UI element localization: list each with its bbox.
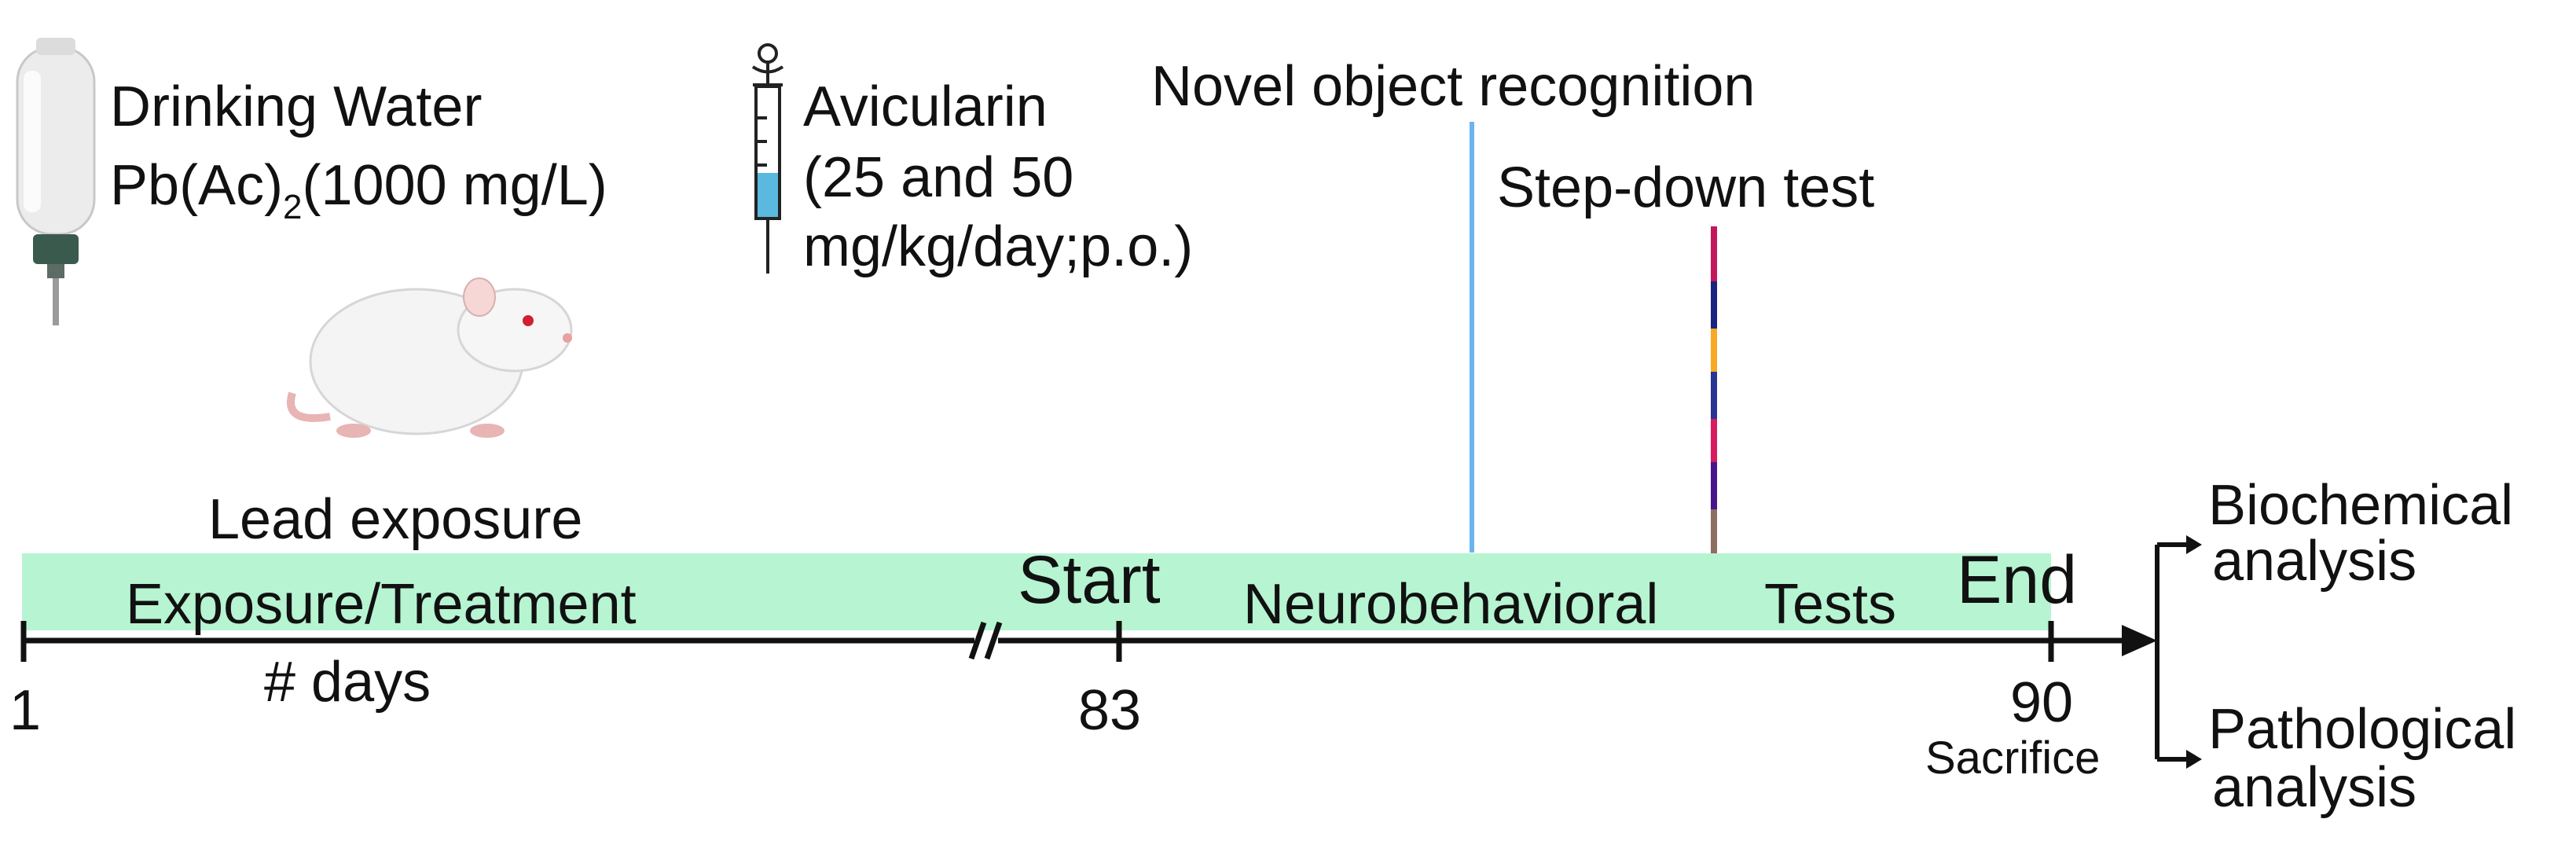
avicularin-dose-line1: (25 and 50 xyxy=(803,146,1074,209)
tick-label-83: 83 xyxy=(1078,679,1142,742)
timeline-axis xyxy=(20,621,2122,662)
tests-label: Tests xyxy=(1764,573,1897,636)
bracket-arrow-top xyxy=(2186,535,2202,554)
start-label: Start xyxy=(1018,542,1161,618)
compound-concentration: (1000 mg/L) xyxy=(302,154,607,217)
outcome-bracket xyxy=(2155,542,2186,762)
water-bottle-icon xyxy=(16,38,96,325)
end-label: End xyxy=(1957,542,2078,618)
novel-object-line xyxy=(1470,122,1474,553)
step-down-test-label: Step-down test xyxy=(1497,156,1875,219)
drinking-water-label: Drinking Water xyxy=(110,75,483,138)
neurobehavioral-label: Neurobehavioral xyxy=(1243,573,1659,636)
axis-break xyxy=(968,621,1003,660)
bracket-arrow-bottom xyxy=(2186,750,2202,769)
compound-subscript: 2 xyxy=(283,188,303,226)
tick-label-90: 90 xyxy=(2010,671,2074,734)
exposure-treatment-bar xyxy=(22,553,2051,630)
sacrifice-label: Sacrifice xyxy=(1925,733,2101,784)
days-label: # days xyxy=(264,651,431,714)
exposure-treatment-label: Exposure/Treatment xyxy=(126,573,637,636)
biochemical-label-line2: analysis xyxy=(2212,530,2417,593)
avicularin-label: Avicularin xyxy=(803,75,1048,138)
axis-arrowhead xyxy=(2122,625,2157,656)
step-down-line xyxy=(1711,226,1717,553)
avicularin-dose-line2: mg/kg/day;p.o.) xyxy=(803,215,1194,278)
lead-exposure-label: Lead exposure xyxy=(208,488,583,551)
novel-object-recognition-label: Novel object recognition xyxy=(1151,55,1756,118)
pathological-label-line1: Pathological xyxy=(2208,698,2517,761)
biochemical-label-line1: Biochemical xyxy=(2208,474,2514,537)
compound-main: Pb(Ac) xyxy=(110,154,284,217)
lead-acetate-label: Pb(Ac)2(1000 mg/L) xyxy=(110,157,607,225)
rat-icon xyxy=(287,277,573,438)
tick-label-1: 1 xyxy=(9,679,42,742)
pathological-label-line2: analysis xyxy=(2212,756,2417,819)
syringe-icon xyxy=(751,43,784,274)
